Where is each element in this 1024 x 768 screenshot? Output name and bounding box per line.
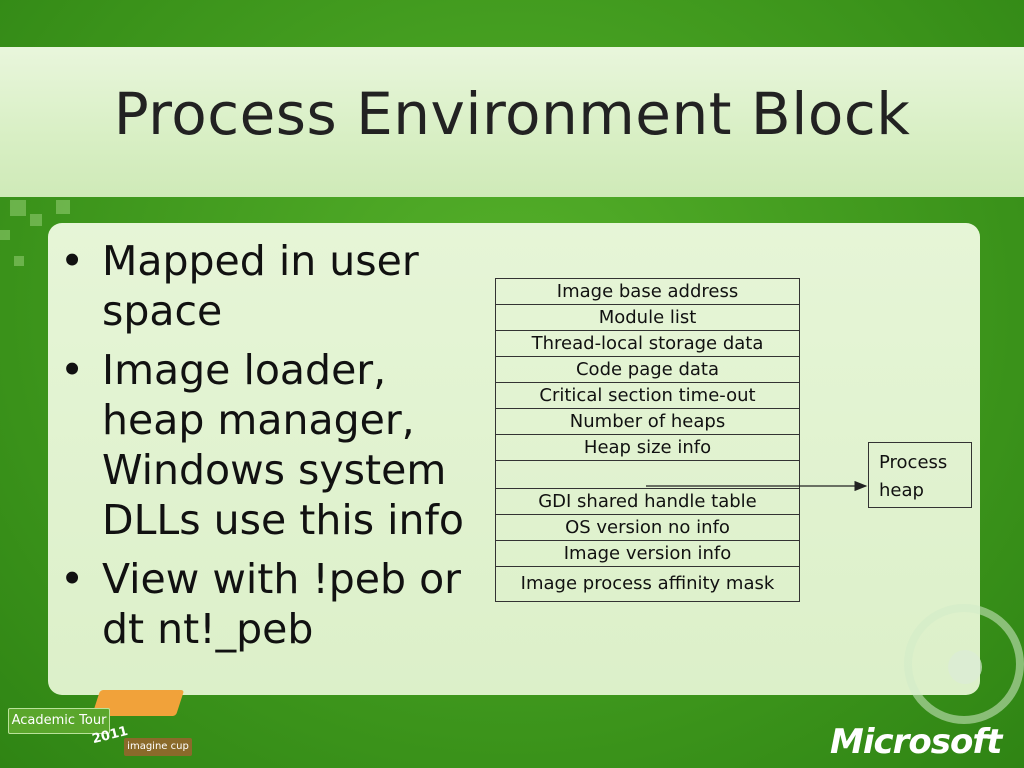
decorative-square — [0, 230, 10, 240]
peb-field-image-version-info: Image version info — [496, 541, 799, 567]
peb-field-critical-section-timeout: Critical section time-out — [496, 383, 799, 409]
bullet-list: Mapped in user space Image loader, heap … — [56, 236, 476, 663]
peb-field-number-of-heaps: Number of heaps — [496, 409, 799, 435]
peb-field-os-version-info: OS version no info — [496, 515, 799, 541]
decorative-square — [30, 214, 42, 226]
bullet-item: Image loader, heap manager, Windows syst… — [56, 345, 476, 545]
imagine-cup-logo: imagine cup — [124, 738, 192, 756]
bullet-item: Mapped in user space — [56, 236, 476, 336]
decorative-square — [10, 200, 26, 216]
bullet-item: View with !peb or dt nt!_peb — [56, 554, 476, 654]
microsoft-logo: Microsoft — [830, 722, 1002, 762]
peb-field-process-heap-pointer — [496, 461, 799, 489]
academic-tour-badge: Academic Tour — [8, 708, 110, 734]
peb-field-image-base-address: Image base address — [496, 279, 799, 305]
title-band — [0, 47, 1024, 197]
process-heap-box: Process heap — [868, 442, 972, 508]
decorative-ring — [904, 604, 1024, 724]
peb-field-module-list: Module list — [496, 305, 799, 331]
peb-field-tls-data: Thread-local storage data — [496, 331, 799, 357]
peb-field-image-process-affinity-mask: Image process affinity mask — [520, 573, 775, 594]
peb-structure-table: Image base address Module list Thread-lo… — [495, 278, 800, 602]
decorative-square — [14, 256, 24, 266]
slide-title: Process Environment Block — [113, 80, 911, 148]
peb-field-code-page-data: Code page data — [496, 357, 799, 383]
peb-field-gdi-shared-handle-table: GDI shared handle table — [496, 489, 799, 515]
decorative-dot — [948, 650, 982, 684]
peb-field-heap-size-info: Heap size info — [496, 435, 799, 461]
decorative-square — [56, 200, 70, 214]
